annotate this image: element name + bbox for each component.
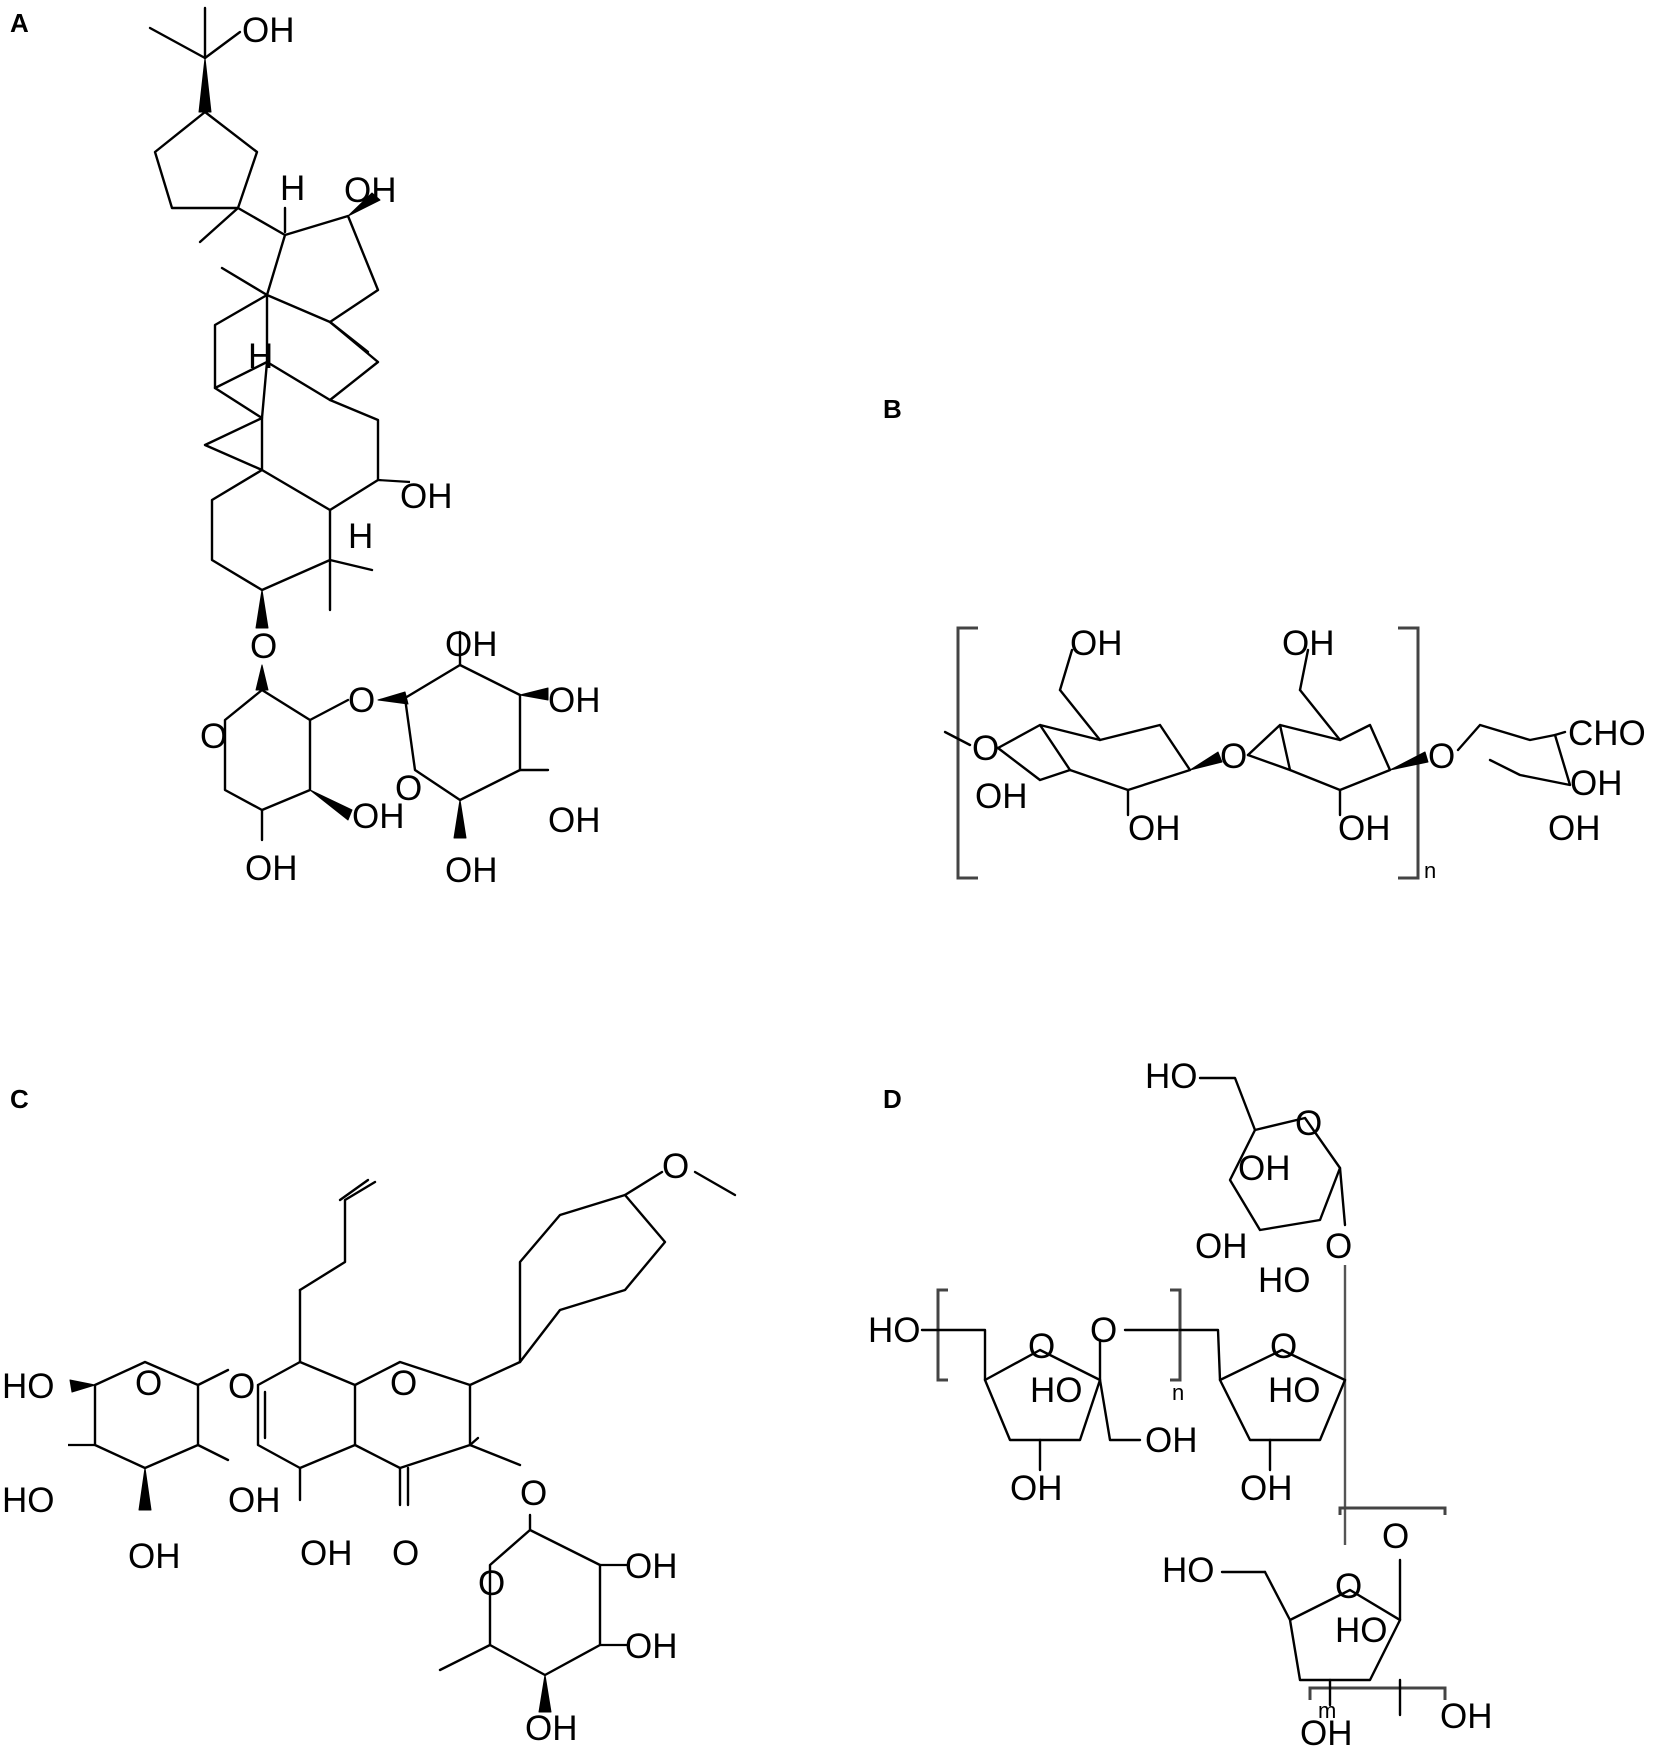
atom-d-o-f2: O xyxy=(1270,1327,1297,1366)
atom-a-h2: H xyxy=(248,337,273,376)
atom-b-o-mid: O xyxy=(1220,737,1247,776)
atom-c-o-rham: O xyxy=(478,1564,505,1603)
atom-c-oh-r2: OH xyxy=(625,1627,678,1666)
atom-c-ho2: HO xyxy=(2,1481,55,1520)
atom-d-ho-f2: HO xyxy=(1268,1371,1321,1410)
atom-d-oh-t1: OH xyxy=(1238,1149,1291,1188)
atom-c-o-ring: O xyxy=(135,1364,162,1403)
atom-a-h1: H xyxy=(280,169,305,208)
atom-d-oh-f1: OH xyxy=(1145,1421,1198,1460)
atom-c-oh5: OH xyxy=(300,1534,353,1573)
atom-b-oh1: OH xyxy=(1070,624,1123,663)
atom-a-oh-s6: OH xyxy=(445,851,498,890)
atom-b-cho: CHO xyxy=(1568,714,1646,753)
atom-a-o-ring1: O xyxy=(200,717,227,756)
atom-a-oh-top: OH xyxy=(242,11,295,50)
atom-a-oh-c16: OH xyxy=(344,171,397,210)
atom-d-o-link2: O xyxy=(1382,1517,1409,1556)
atom-d-ho-f3: HO xyxy=(1335,1611,1388,1650)
panel-label-b: B xyxy=(883,394,902,424)
atom-b-o-right: O xyxy=(1428,737,1455,776)
atom-d-oh-t2: OH xyxy=(1195,1227,1248,1266)
atom-b-oh6: OH xyxy=(1570,764,1623,803)
atom-a-oh-c6: OH xyxy=(400,477,453,516)
atom-d-oh-f3b: OH xyxy=(1440,1697,1493,1736)
panel-label-c: C xyxy=(10,1084,29,1114)
atom-c-oh-r1: OH xyxy=(625,1547,678,1586)
atom-a-o-glyc: O xyxy=(348,681,375,720)
atom-c-o-keto: O xyxy=(392,1534,419,1573)
atom-d-o-bridge: O xyxy=(1090,1311,1117,1350)
atom-d-o-link1: O xyxy=(1325,1227,1352,1266)
atom-c-o-me: O xyxy=(662,1147,689,1186)
atom-c-oh2: OH xyxy=(128,1537,181,1576)
atom-d-ho-t3: HO xyxy=(1258,1261,1311,1300)
atom-a-oh-s2: OH xyxy=(245,849,298,888)
panel-label-d: D xyxy=(883,1084,902,1114)
atom-b-oh7: OH xyxy=(1548,809,1601,848)
atom-b-oh4: OH xyxy=(1282,624,1335,663)
atom-a-oh-s3: OH xyxy=(445,625,498,664)
atom-d-oh-f1b: OH xyxy=(1010,1469,1063,1508)
panel-d-structure: D HO O OH OH HO O HO O HO O n OH OH O HO… xyxy=(868,1057,1493,1748)
atom-c-oh1: OH xyxy=(228,1481,281,1520)
atom-c-o-flav: O xyxy=(390,1364,417,1403)
atom-d-o-f1: O xyxy=(1028,1327,1055,1366)
atom-d-ho-top: HO xyxy=(1145,1057,1198,1096)
atom-d-n: n xyxy=(1172,1380,1184,1405)
atom-a-oh-s5: OH xyxy=(548,801,601,840)
panel-a-structure: A OH H OH H OH H O xyxy=(10,6,601,890)
atom-c-oh-r3: OH xyxy=(525,1709,578,1748)
atom-d-oh-f2: OH xyxy=(1240,1469,1293,1508)
atom-a-o-ring2: O xyxy=(395,769,422,808)
atom-b-oh5: OH xyxy=(1338,809,1391,848)
atom-d-m: m xyxy=(1318,1698,1336,1723)
panel-b-structure: B n O OH OH OH O OH OH O CHO OH OH xyxy=(883,394,1646,883)
atom-a-oh-s1: OH xyxy=(352,797,405,836)
atom-d-ho-f1: HO xyxy=(1030,1371,1083,1410)
atom-b-oh2: OH xyxy=(975,777,1028,816)
atom-c-o-3: O xyxy=(520,1474,547,1513)
atom-b-o-left: O xyxy=(972,729,999,768)
atom-c-o-link: O xyxy=(228,1367,255,1406)
atom-b-n: n xyxy=(1424,858,1436,883)
atom-a-o-link: O xyxy=(250,627,277,666)
atom-a-h3: H xyxy=(348,517,373,556)
atom-b-oh3: OH xyxy=(1128,809,1181,848)
atom-d-o-top: O xyxy=(1295,1104,1322,1143)
atom-d-o-f3: O xyxy=(1335,1567,1362,1606)
atom-c-ho1: HO xyxy=(2,1367,55,1406)
atom-d-ho-left: HO xyxy=(868,1311,921,1350)
atom-d-oh-f3c: OH xyxy=(1300,1714,1353,1748)
atom-a-oh-s4: OH xyxy=(548,681,601,720)
panel-label-a: A xyxy=(10,8,29,38)
panel-c-structure: C HO O O HO OH OH O O OH O xyxy=(2,1084,737,1748)
atom-d-ho-f3a: HO xyxy=(1162,1551,1215,1590)
